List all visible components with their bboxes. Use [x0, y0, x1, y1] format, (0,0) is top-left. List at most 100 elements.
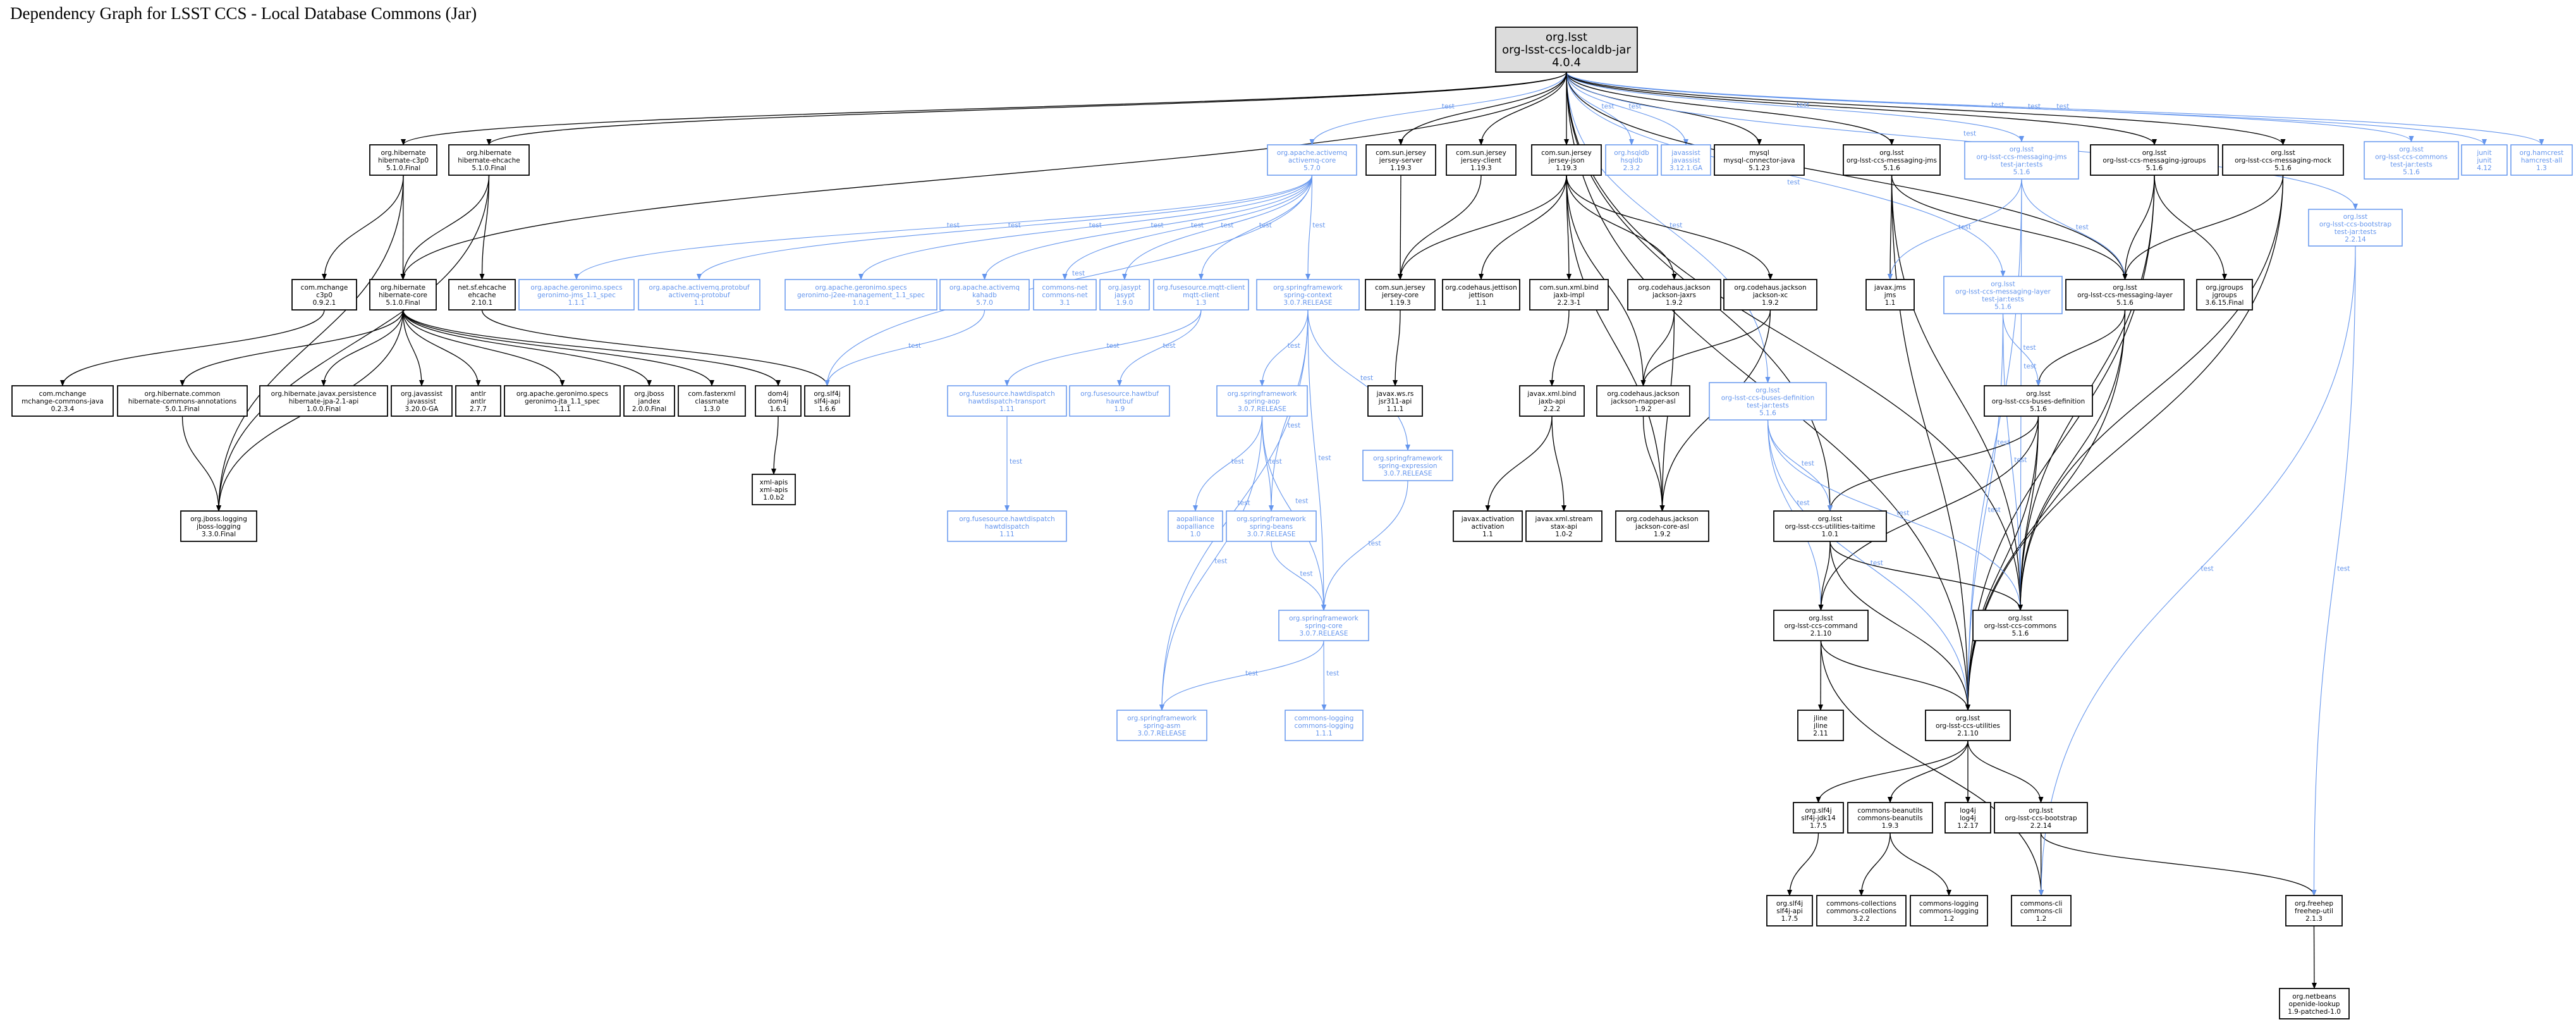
dependency-node-jackson-core[interactable]: org.codehaus.jacksonjackson-core-asl1.9.…: [1615, 510, 1709, 542]
dependency-node-msg-jms-test[interactable]: org.lsstorg-lsst-ccs-messaging-jmstest-j…: [1964, 141, 2079, 180]
node-version: 1.1: [1476, 299, 1487, 307]
dependency-node-msg-layer-test[interactable]: org.lsstorg-lsst-ccs-messaging-layertest…: [1943, 276, 2063, 314]
node-group-id: com.mchange: [39, 390, 87, 398]
dependency-node-taitime[interactable]: org.lsstorg-lsst-ccs-utilities-taitime1.…: [1773, 510, 1887, 542]
node-version: 1.6.6: [819, 405, 836, 413]
dependency-node-annotations[interactable]: org.hibernate.commonhibernate-commons-an…: [117, 385, 248, 417]
node-artifact-id: xml-apis: [760, 486, 788, 494]
node-box: [1285, 710, 1364, 741]
dependency-node-spring-asm[interactable]: org.springframeworkspring-asm3.0.7.RELEA…: [1116, 710, 1207, 741]
dependency-node-buses[interactable]: org.lsstorg-lsst-ccs-buses-definition5.1…: [1984, 385, 2093, 417]
dependency-node-spring-beans[interactable]: org.springframeworkspring-beans3.0.7.REL…: [1226, 510, 1317, 542]
dependency-node-hib-ehcache[interactable]: org.hibernatehibernate-ehcache5.1.0.Fina…: [448, 144, 530, 176]
dependency-node-bootstrap-test[interactable]: org.lsstorg-lsst-ccs-bootstraptest-jar:t…: [2308, 209, 2403, 247]
dependency-node-msg-jgroups[interactable]: org.lsstorg-lsst-ccs-messaging-jgroups5.…: [2090, 144, 2219, 176]
node-version: 1.3: [1196, 299, 1207, 307]
dependency-node-protobuf[interactable]: org.apache.activemq.protobufactivemq-pro…: [638, 279, 760, 311]
dependency-node-j2ee[interactable]: org.apache.geronimo.specsgeronimo-j2ee-m…: [784, 279, 937, 311]
dependency-node-spring-core[interactable]: org.springframeworkspring-core3.0.7.RELE…: [1278, 610, 1369, 641]
dependency-edge: [1767, 419, 1970, 711]
node-group-id: org.apache.activemq: [1277, 149, 1347, 157]
edge-scope-label: test: [947, 222, 960, 230]
node-group-id: org.hsqldb: [1614, 149, 1649, 157]
dependency-node-spring-context[interactable]: org.springframeworkspring-context3.0.7.R…: [1256, 279, 1360, 311]
dependency-node-jboss-logging[interactable]: org.jboss.loggingjboss-logging3.3.0.Fina…: [180, 510, 257, 542]
node-version: 5.1.6: [2030, 405, 2047, 413]
dependency-node-spring-expression[interactable]: org.springframeworkspring-expression3.0.…: [1362, 450, 1453, 481]
dependency-node-spring-aop[interactable]: org.springframeworkspring-aop3.0.7.RELEA…: [1216, 385, 1308, 417]
node-version: 1.11: [999, 531, 1014, 538]
node-group-id: com.sun.jersey: [1375, 284, 1425, 292]
dependency-node-openide[interactable]: org.netbeansopenide-lookup1.9-patched-1.…: [2279, 988, 2350, 1019]
node-group-id: org.codehaus.jackson: [1626, 515, 1698, 523]
dependency-edge: [1566, 71, 2286, 145]
dependency-node-jpa[interactable]: org.hibernate.javax.persistencehibernate…: [259, 385, 388, 417]
dependency-node-buses-test[interactable]: org.lsstorg-lsst-ccs-buses-definitiontes…: [1709, 382, 1827, 421]
dependency-node-msg-layer[interactable]: org.lsstorg-lsst-ccs-messaging-layer5.1.…: [2065, 279, 2185, 311]
dependency-node-hawt-transport[interactable]: org.fusesource.hawtdispatchhawtdispatch-…: [947, 385, 1067, 417]
dependency-node-collections[interactable]: commons-collectionscommons-collections3.…: [1816, 895, 1907, 927]
dependency-edge: [1891, 175, 2023, 611]
edge-scope-label: test: [1072, 270, 1085, 278]
dependency-node-jackson-mapper[interactable]: org.codehaus.jacksonjackson-mapper-asl1.…: [1596, 385, 1690, 417]
dependency-node-commons-test[interactable]: org.lsstorg-lsst-ccs-commonstest-jar:tes…: [2364, 141, 2459, 180]
dependency-node-hawtdispatch[interactable]: org.fusesource.hawtdispatchhawtdispatch1…: [947, 510, 1067, 542]
dependency-node-jta[interactable]: org.apache.geronimo.specsgeronimo-jta_1.…: [504, 385, 621, 417]
dependency-node-geronimo-jms[interactable]: org.apache.geronimo.specsgeronimo-jms_1.…: [518, 279, 635, 311]
